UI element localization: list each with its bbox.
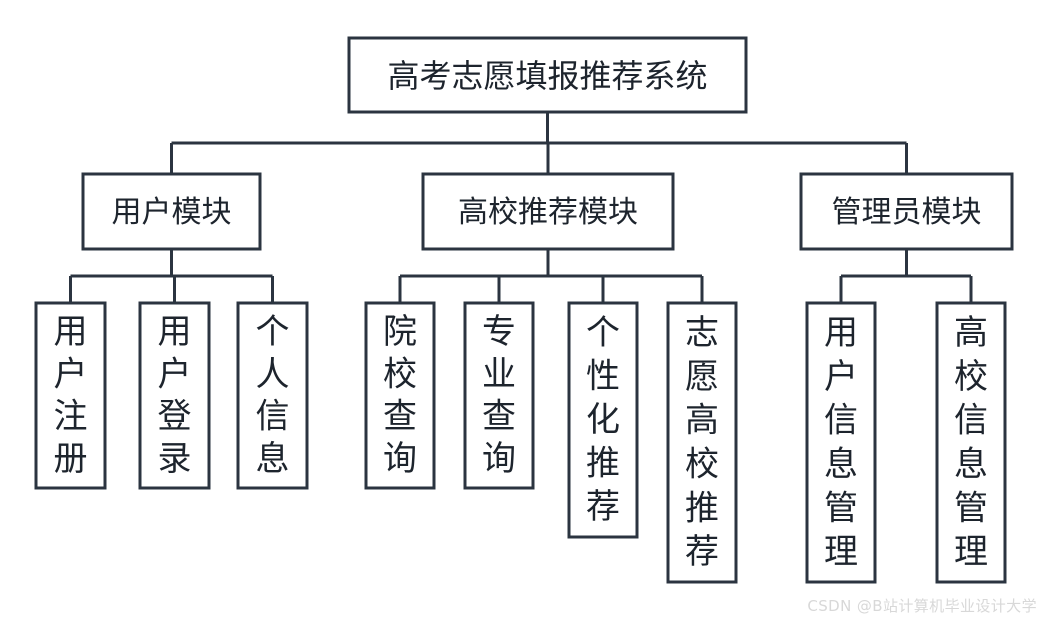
label-char: 理 bbox=[954, 532, 988, 572]
node-box-user-login bbox=[138, 301, 211, 490]
label-char: 校 bbox=[954, 357, 988, 397]
label-char: 息 bbox=[824, 444, 858, 484]
label-char: 校 bbox=[383, 354, 417, 394]
label-char: 息 bbox=[256, 439, 290, 479]
node-box-recommend-module bbox=[421, 172, 675, 251]
node-user-module[interactable]: 用户模块 bbox=[81, 172, 262, 251]
label-char: 信 bbox=[824, 401, 858, 441]
label-char: 校 bbox=[685, 444, 719, 484]
node-box-college-info-manage bbox=[935, 301, 1007, 584]
label-char: 推 bbox=[586, 444, 620, 484]
label-char: 性 bbox=[586, 356, 620, 396]
label-char: 高 bbox=[685, 401, 719, 441]
node-box-user-register bbox=[34, 301, 107, 490]
label-char: 查 bbox=[482, 397, 516, 437]
label-char: 管 bbox=[954, 488, 988, 528]
label-char: 化 bbox=[586, 400, 620, 440]
node-recommend-module[interactable]: 高校推荐模块 bbox=[421, 172, 675, 251]
label-char: 个 bbox=[586, 313, 620, 353]
node-box-college-query bbox=[364, 301, 436, 490]
label-char: 询 bbox=[383, 439, 417, 479]
label-char: 录 bbox=[158, 439, 192, 479]
node-box-volunteer-college-recommend bbox=[666, 301, 738, 584]
node-root[interactable]: 高考志愿填报推荐系统 bbox=[347, 36, 748, 114]
label-char: 户 bbox=[824, 357, 858, 397]
node-label-user-module: 用户模块 bbox=[112, 195, 232, 230]
node-label-recommend-module: 高校推荐模块 bbox=[458, 195, 638, 230]
label-char: 户 bbox=[158, 354, 192, 394]
node-label-admin-module: 管理员模块 bbox=[832, 195, 982, 230]
label-char: 询 bbox=[482, 439, 516, 479]
node-box-personalized-recommend bbox=[567, 301, 639, 539]
label-char: 用 bbox=[54, 312, 88, 352]
label-char: 愿 bbox=[685, 357, 719, 397]
watermark-text: CSDN @B站计算机毕业设计大学 bbox=[807, 597, 1037, 615]
label-char: 个 bbox=[256, 312, 290, 352]
label-char: 院 bbox=[383, 312, 417, 352]
label-char: 册 bbox=[54, 439, 88, 479]
node-box-personal-info bbox=[236, 301, 309, 490]
node-label-root: 高考志愿填报推荐系统 bbox=[387, 57, 707, 95]
node-box-user-info-manage bbox=[805, 301, 877, 584]
node-layer: 高考志愿填报推荐系统用户模块高校推荐模块管理员模块用户注册用户登录个人信息院校查… bbox=[34, 36, 1014, 584]
label-char: 荐 bbox=[586, 487, 620, 527]
label-char: 登 bbox=[158, 397, 192, 437]
label-char: 荐 bbox=[685, 532, 719, 572]
label-char: 用 bbox=[824, 313, 858, 353]
label-char: 息 bbox=[954, 444, 988, 484]
node-box-user-module bbox=[81, 172, 262, 251]
label-char: 高 bbox=[954, 313, 988, 353]
label-char: 注 bbox=[54, 397, 88, 437]
label-char: 理 bbox=[824, 532, 858, 572]
node-box-root bbox=[347, 36, 748, 114]
node-admin-module[interactable]: 管理员模块 bbox=[799, 172, 1014, 251]
label-char: 专 bbox=[482, 312, 516, 352]
label-char: 管 bbox=[824, 488, 858, 528]
label-char: 信 bbox=[256, 397, 290, 437]
label-char: 信 bbox=[954, 401, 988, 441]
label-char: 查 bbox=[383, 397, 417, 437]
node-box-major-query bbox=[463, 301, 535, 490]
node-box-admin-module bbox=[799, 172, 1014, 251]
label-char: 户 bbox=[54, 354, 88, 394]
connector-layer bbox=[69, 112, 973, 303]
label-char: 推 bbox=[685, 488, 719, 528]
label-char: 志 bbox=[685, 313, 719, 353]
label-char: 人 bbox=[256, 354, 290, 394]
label-char: 用 bbox=[158, 312, 192, 352]
label-char: 业 bbox=[482, 354, 516, 394]
